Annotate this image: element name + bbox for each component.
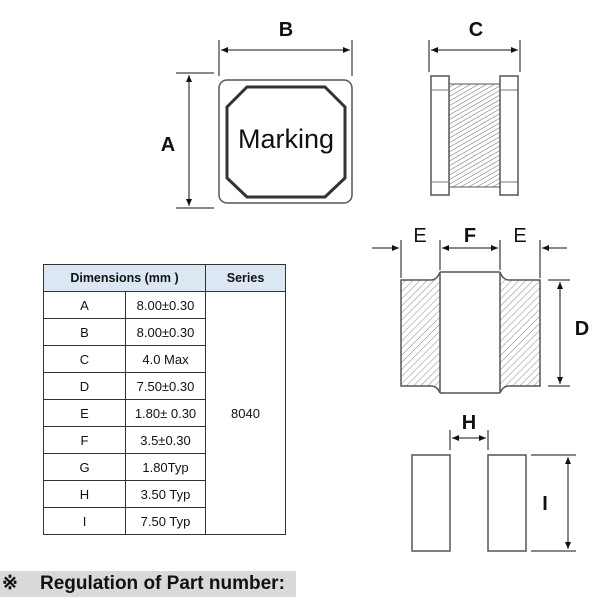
row-value: 7.50±0.30 — [125, 372, 206, 400]
top-view: Marking — [218, 79, 353, 204]
dimensions-table: Dimensions (mm ) Series A 8.00±0.30 8040… — [43, 264, 286, 535]
table-row: F 3.5±0.30 — [43, 426, 286, 454]
row-value: 8.00±0.30 — [125, 291, 206, 319]
row-value: 1.80± 0.30 — [125, 399, 206, 427]
dimension-a: A — [161, 72, 214, 209]
row-value: 4.0 Max — [125, 345, 206, 373]
dimension-i: I — [531, 454, 576, 552]
table-row: E 1.80± 0.30 — [43, 399, 286, 427]
side-view — [430, 75, 519, 196]
dimension-h: H — [449, 412, 489, 450]
regulation-heading: ※ Regulation of Part number: — [0, 571, 296, 597]
label-h: H — [462, 412, 476, 434]
series-value: 8040 — [205, 291, 286, 535]
row-value: 3.50 Typ — [125, 480, 206, 508]
reference-mark-icon: ※ — [2, 573, 18, 594]
side-coil — [448, 83, 501, 188]
row-value: 7.50 Typ — [125, 507, 206, 535]
top-view-core — [225, 85, 347, 199]
land-pattern — [411, 454, 527, 552]
row-value: 8.00±0.30 — [125, 318, 206, 346]
row-value: 3.5±0.30 — [125, 426, 206, 454]
label-c: C — [469, 19, 483, 41]
dimension-efe: E F E — [372, 225, 567, 278]
table-row: B 8.00±0.30 — [43, 318, 286, 346]
table-row: G 1.80Typ — [43, 453, 286, 481]
label-i: I — [542, 493, 548, 515]
table-row: I 7.50 Typ — [43, 507, 286, 535]
land-pad-left — [411, 454, 451, 552]
label-d: D — [575, 318, 589, 340]
marking-text: Marking — [238, 124, 334, 154]
cross-section-left — [400, 271, 441, 394]
dimension-b: B — [218, 19, 353, 76]
dimension-d: D — [548, 279, 589, 387]
label-f: F — [464, 225, 476, 247]
cross-section-right — [499, 271, 541, 394]
header-dimensions: Dimensions (mm ) — [43, 264, 206, 292]
row-value: 1.80Typ — [125, 453, 206, 481]
row-letter: B — [43, 318, 126, 346]
row-letter: E — [43, 399, 126, 427]
land-pad-right — [487, 454, 527, 552]
row-letter: H — [43, 480, 126, 508]
row-letter: F — [43, 426, 126, 454]
row-letter: I — [43, 507, 126, 535]
table-row: C 4.0 Max — [43, 345, 286, 373]
header-series: Series — [205, 264, 286, 292]
side-flange-right — [499, 75, 519, 196]
side-flange-left — [430, 75, 450, 196]
row-letter: A — [43, 291, 126, 319]
regulation-title: Regulation of Part number: — [40, 573, 285, 594]
dimension-c: C — [428, 19, 521, 72]
label-e-right: E — [513, 225, 526, 247]
row-letter: C — [43, 345, 126, 373]
label-e-left: E — [413, 225, 426, 247]
row-letter: D — [43, 372, 126, 400]
label-a: A — [161, 134, 175, 156]
table-row: A 8.00±0.30 8040 — [43, 291, 286, 535]
label-b: B — [279, 19, 293, 41]
row-letter: G — [43, 453, 126, 481]
cross-section — [400, 271, 541, 394]
table-header-row: Dimensions (mm ) Series — [43, 264, 286, 292]
